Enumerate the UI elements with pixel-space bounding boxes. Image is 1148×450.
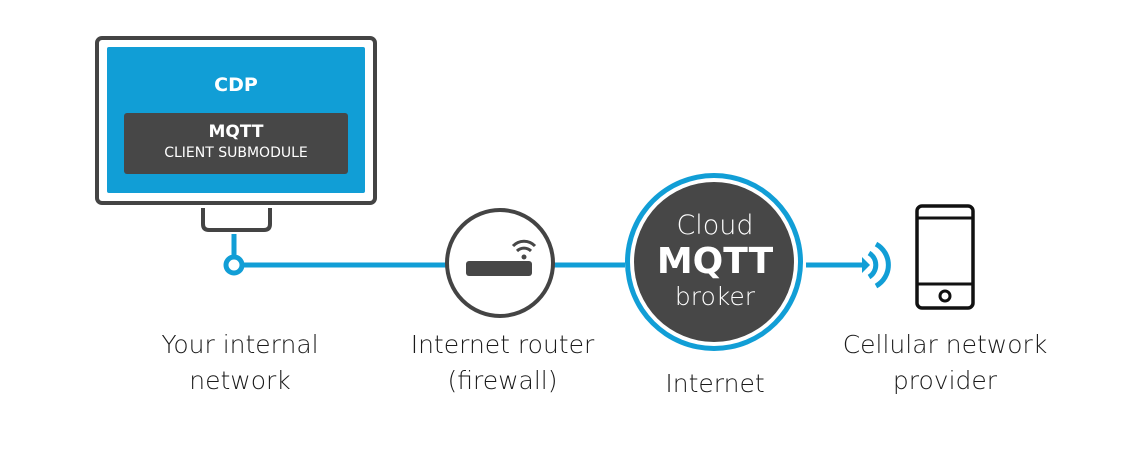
smartphone-icon bbox=[915, 204, 975, 310]
broker-line-3: broker bbox=[674, 282, 756, 311]
label-router: Internet router (firewall) bbox=[380, 327, 625, 399]
wireless-signal-icon bbox=[862, 241, 891, 289]
submodule-subtitle: CLIENT SUBMODULE bbox=[164, 145, 308, 161]
label-line: (firewall) bbox=[447, 366, 558, 395]
label-line: Your internal bbox=[161, 330, 319, 359]
label-cellular: Cellular network provider bbox=[815, 327, 1075, 399]
network-node bbox=[223, 254, 245, 276]
label-line: Cellular network bbox=[842, 330, 1048, 359]
wifi-router-icon bbox=[445, 208, 555, 318]
submodule-title: MQTT bbox=[208, 122, 264, 142]
broker-line-1: Cloud bbox=[676, 210, 754, 241]
label-line: provider bbox=[892, 366, 998, 395]
cloud-broker-icon bbox=[625, 173, 803, 351]
device-title: CDP bbox=[214, 74, 258, 96]
label-line: Internet router bbox=[410, 330, 595, 359]
mqtt-client-submodule: MQTT CLIENT SUBMODULE bbox=[124, 113, 348, 174]
broker-line-2: MQTT bbox=[656, 241, 774, 282]
label-internet: Internet bbox=[620, 366, 810, 402]
label-line: network bbox=[189, 366, 291, 395]
label-internal-network: Your internal network bbox=[120, 327, 360, 399]
label-line: Internet bbox=[665, 369, 765, 398]
